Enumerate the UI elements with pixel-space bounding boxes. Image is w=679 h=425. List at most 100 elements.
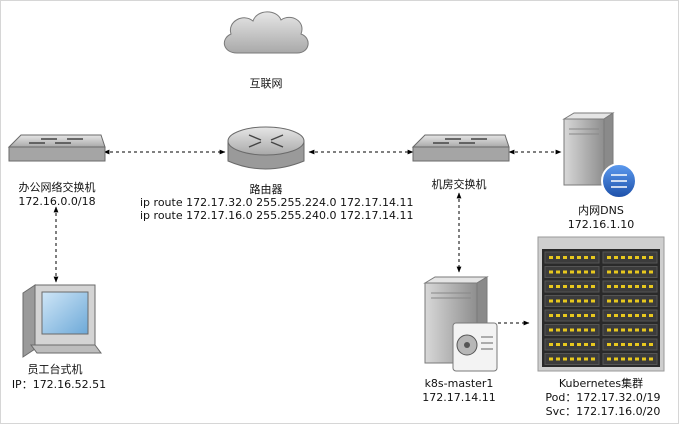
rack-led bbox=[563, 256, 567, 259]
rack-led bbox=[577, 314, 581, 317]
rack-led bbox=[642, 256, 646, 259]
rack-led bbox=[649, 270, 653, 274]
rack-led bbox=[642, 343, 646, 346]
rack-led bbox=[556, 270, 560, 274]
rack-led bbox=[635, 285, 639, 288]
rack-led bbox=[621, 299, 625, 303]
rack-led bbox=[563, 328, 567, 332]
rack-led bbox=[556, 256, 560, 259]
rack-led bbox=[642, 285, 646, 288]
desktop-computer-icon bbox=[22, 284, 102, 358]
rack-led bbox=[635, 357, 639, 361]
workstation-label: 员工台式机 bbox=[27, 363, 83, 376]
rack-led bbox=[607, 285, 611, 288]
rack-led bbox=[649, 328, 653, 332]
rack-led bbox=[556, 357, 560, 361]
switch-icon-dc bbox=[411, 134, 510, 162]
rack-led bbox=[607, 357, 611, 361]
switch-icon-office bbox=[7, 134, 106, 162]
rack-led bbox=[584, 328, 588, 332]
rack-led bbox=[570, 314, 574, 317]
rack-led bbox=[614, 256, 618, 259]
router-label: 路由器 bbox=[249, 183, 283, 196]
rack-led bbox=[621, 256, 625, 259]
rack-led bbox=[628, 256, 632, 259]
rack-led bbox=[621, 328, 625, 332]
rack-led bbox=[577, 357, 581, 361]
rack-led bbox=[649, 343, 653, 346]
rack-led bbox=[591, 256, 595, 259]
server-icon-k8s bbox=[423, 276, 498, 372]
rack-led bbox=[577, 270, 581, 274]
rack-led bbox=[591, 357, 595, 361]
rack-led bbox=[607, 328, 611, 332]
rack-led bbox=[614, 270, 618, 274]
rack-led bbox=[570, 357, 574, 361]
dns-ip: 172.16.1.10 bbox=[567, 218, 635, 231]
rack-led bbox=[649, 314, 653, 317]
rack-led bbox=[614, 299, 618, 303]
rack-led bbox=[635, 256, 639, 259]
rack-led bbox=[584, 314, 588, 317]
rack-led bbox=[642, 328, 646, 332]
rack-led bbox=[621, 314, 625, 317]
rack-led bbox=[607, 314, 611, 317]
rack-led bbox=[591, 299, 595, 303]
cluster-pod-cidr: Pod：172.17.32.0/19 bbox=[545, 391, 661, 404]
rack-led bbox=[642, 357, 646, 361]
rack-led bbox=[635, 328, 639, 332]
rack-led bbox=[570, 270, 574, 274]
router-icon bbox=[227, 126, 305, 170]
rack-led bbox=[563, 299, 567, 303]
rack-led bbox=[570, 328, 574, 332]
rack-led bbox=[591, 270, 595, 274]
rack-led bbox=[628, 285, 632, 288]
rack-led bbox=[584, 343, 588, 346]
rack-led bbox=[642, 314, 646, 317]
cluster-label: Kubernetes集群 bbox=[558, 377, 644, 390]
rack-led bbox=[584, 357, 588, 361]
rack-led bbox=[577, 285, 581, 288]
rack-led bbox=[649, 256, 653, 259]
rack-led bbox=[628, 328, 632, 332]
rack-led bbox=[549, 299, 553, 303]
rack-led bbox=[563, 285, 567, 288]
rack-led bbox=[642, 270, 646, 274]
rack-led bbox=[563, 314, 567, 317]
rack-led bbox=[591, 285, 595, 288]
rack-led bbox=[577, 343, 581, 346]
router-route-2: ip route 172.17.16.0 255.255.240.0 172.1… bbox=[140, 209, 414, 222]
dns-label: 内网DNS bbox=[578, 204, 624, 217]
rack-led bbox=[584, 270, 588, 274]
rack-led bbox=[607, 299, 611, 303]
rack-led bbox=[591, 328, 595, 332]
rack-led bbox=[549, 270, 553, 274]
rack-led bbox=[556, 343, 560, 346]
rack-led bbox=[628, 299, 632, 303]
rack-led bbox=[614, 314, 618, 317]
rack-led bbox=[614, 343, 618, 346]
rack-led bbox=[628, 314, 632, 317]
dc-switch-label: 机房交换机 bbox=[431, 178, 487, 191]
rack-led bbox=[607, 343, 611, 346]
rack-led bbox=[649, 357, 653, 361]
rack-led bbox=[549, 314, 553, 317]
rack-led bbox=[607, 270, 611, 274]
rack-led bbox=[563, 357, 567, 361]
rack-led bbox=[549, 343, 553, 346]
router-route-1: ip route 172.17.32.0 255.255.224.0 172.1… bbox=[140, 196, 414, 209]
rack-led bbox=[614, 328, 618, 332]
office-switch-subnet: 172.16.0.0/18 bbox=[18, 195, 96, 208]
rack-led bbox=[584, 299, 588, 303]
rack-led bbox=[570, 285, 574, 288]
rack-led bbox=[556, 299, 560, 303]
rack-led bbox=[621, 285, 625, 288]
cluster-svc-cidr: Svc：172.17.16.0/20 bbox=[545, 405, 661, 418]
rack-led bbox=[584, 285, 588, 288]
rack-led bbox=[621, 343, 625, 346]
rack-led bbox=[635, 343, 639, 346]
rack-led bbox=[556, 328, 560, 332]
rack-led bbox=[577, 328, 581, 332]
